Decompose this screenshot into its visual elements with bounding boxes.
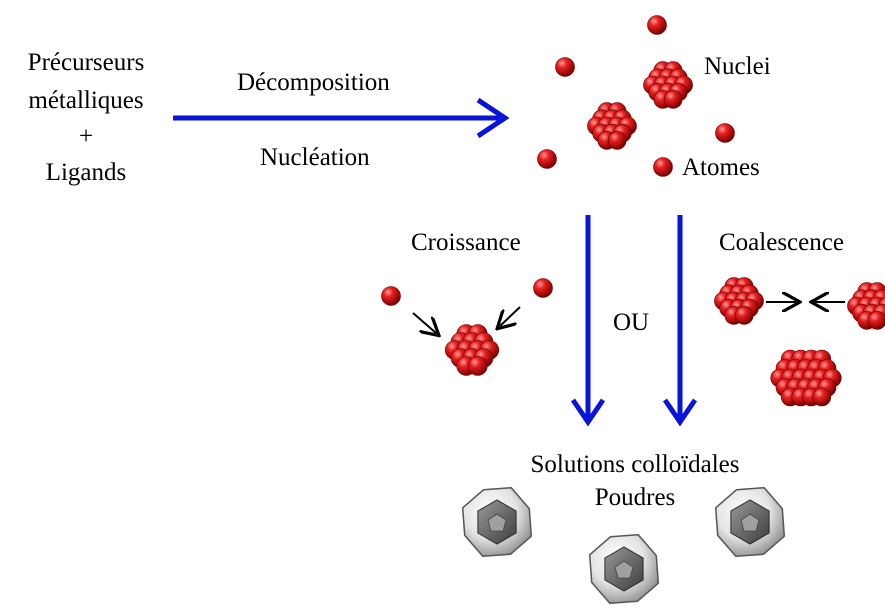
- free-atom: [381, 286, 401, 306]
- particle-bottom: [588, 533, 660, 605]
- particle-left: [461, 486, 533, 558]
- particle-right: [714, 486, 786, 558]
- cluster-atom: [607, 131, 627, 150]
- particle-facet: [740, 513, 760, 532]
- precursor-plus: +: [78, 123, 94, 150]
- atoms-layer: [381, 15, 885, 407]
- coalescence-label: Coalescence: [719, 229, 844, 256]
- decomposition-label: Décomposition: [237, 69, 390, 96]
- atomes-label: Atomes: [682, 154, 760, 181]
- free-atom: [555, 57, 575, 77]
- croissance-arrow-right: [500, 306, 521, 326]
- poudres-label: Poudres: [594, 484, 676, 511]
- free-atom: [533, 278, 553, 298]
- nucleus-cluster-middle: [587, 102, 637, 150]
- precursor-line1: Précurseurs: [27, 49, 145, 76]
- croissance-arrow-left: [412, 312, 436, 333]
- solutions-label: Solutions colloïdales: [530, 451, 740, 478]
- free-atom: [537, 149, 557, 169]
- free-atom: [647, 15, 667, 35]
- decomposition-arrow: [173, 97, 510, 139]
- nuclei-label: Nuclei: [704, 53, 771, 80]
- cluster-atom: [467, 356, 488, 376]
- precursor-line3: Ligands: [45, 159, 127, 186]
- cluster-atom: [663, 90, 683, 109]
- particles-layer: [461, 486, 786, 605]
- croissance-label: Croissance: [411, 229, 521, 256]
- free-atom: [715, 123, 735, 143]
- growth-cluster: [444, 324, 500, 376]
- growth-down-arrow: [570, 215, 606, 427]
- coalescence-cluster-left: [714, 277, 764, 325]
- coalesced-cluster: [770, 349, 842, 407]
- precursor-line2: métalliques: [28, 87, 144, 114]
- coalescence-down-arrow: [662, 215, 698, 427]
- ou-label: OU: [613, 309, 650, 336]
- particle-facet: [614, 560, 634, 579]
- free-atom: [653, 157, 673, 177]
- cluster-atom: [812, 387, 832, 407]
- particle-facet: [487, 513, 507, 532]
- coalescence-cluster-right: [847, 282, 885, 330]
- cluster-atom: [867, 311, 885, 330]
- nucleation-label: Nucléation: [260, 144, 370, 171]
- nucleus-cluster-top: [643, 61, 693, 109]
- cluster-atom: [734, 306, 754, 325]
